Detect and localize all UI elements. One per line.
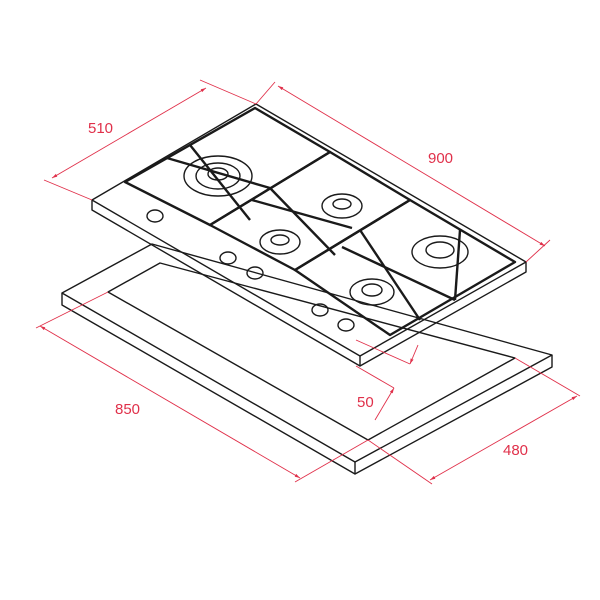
dimension-depth: 510 — [43, 79, 257, 201]
burner — [259, 229, 301, 255]
burners — [183, 155, 469, 306]
gas-hob — [91, 103, 527, 367]
burner-wok — [183, 155, 253, 197]
burner — [349, 278, 395, 306]
dimension-cutout-width: 850 — [35, 291, 369, 483]
control-knobs — [146, 209, 355, 332]
cutout-opening — [107, 262, 516, 441]
dimension-label-cutout-width: 850 — [115, 401, 140, 418]
burner — [321, 193, 363, 219]
dimension-label-front-clearance: 50 — [357, 394, 374, 411]
dimension-label-width: 900 — [428, 150, 453, 167]
dimension-front-clearance: 50 — [355, 339, 419, 421]
dimension-cutout-depth: 480 — [367, 357, 581, 485]
dimension-width: 900 — [255, 81, 551, 263]
dimension-label-depth: 510 — [88, 120, 113, 137]
dimension-label-cutout-depth: 480 — [503, 442, 528, 459]
